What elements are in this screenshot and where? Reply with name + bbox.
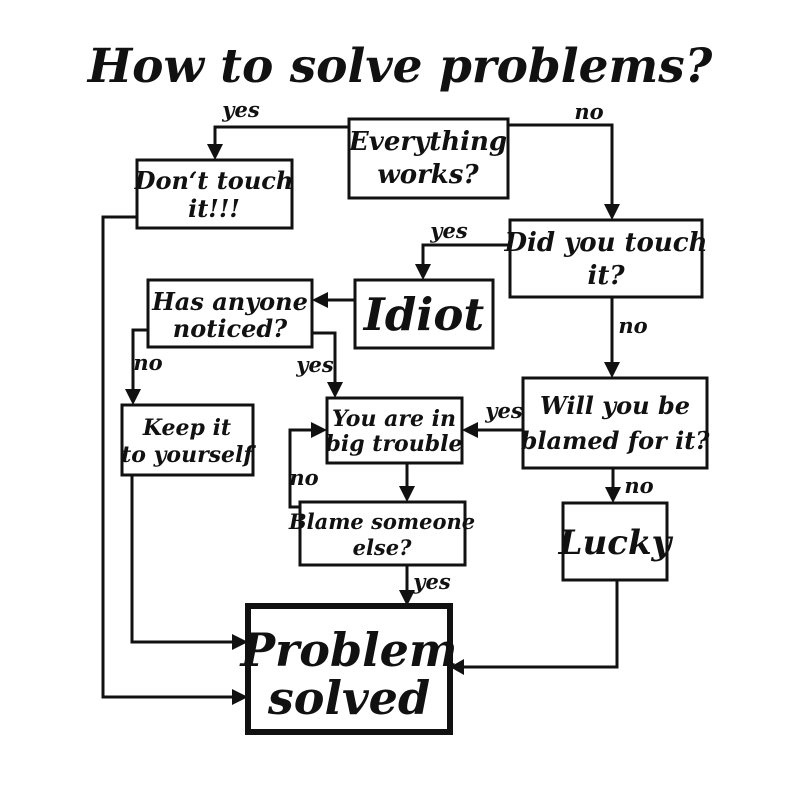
edge-everything-yes-arrowhead <box>207 144 223 160</box>
node-will-you-be-blamed <box>521 376 709 470</box>
node-problem-solved <box>245 603 453 735</box>
node-keep-it-to-yourself <box>120 403 255 477</box>
node-did-you-touch-label-2: it? <box>587 261 625 291</box>
node-idiot <box>353 278 495 350</box>
edge-label-blamed-yes: yes <box>484 398 523 423</box>
node-blame-someone-else <box>298 500 467 567</box>
node-blame-someone-else-label-1: Blame someone <box>288 509 475 534</box>
edge-label-everything-no: no <box>574 99 603 124</box>
edge-blame-no-loop-line <box>288 428 313 509</box>
node-problem-solved-label-2: solved <box>267 671 430 725</box>
edge-label-blame-no: no <box>289 465 318 490</box>
edge-label-everything-yes: yes <box>221 97 260 122</box>
edge-label-didtouch-no: no <box>618 313 647 338</box>
node-dont-touch <box>135 158 294 230</box>
node-lucky <box>561 501 669 582</box>
edge-noticed-yes-line <box>312 331 337 384</box>
node-has-anyone-noticed-label-2: noticed? <box>173 314 288 343</box>
edge-label-blamed-no: no <box>624 473 653 498</box>
node-did-you-touch <box>508 218 704 299</box>
edge-blamed-no-arrowhead <box>605 487 621 503</box>
node-has-anyone-noticed <box>146 278 314 349</box>
edge-label-blame-yes: yes <box>412 569 451 594</box>
edge-blame-yes-arrowhead <box>399 590 415 606</box>
edge-idiot-noticed-arrowhead <box>312 292 328 308</box>
edge-keepit-solved-line <box>130 475 234 644</box>
edge-label-didtouch-yes: yes <box>429 218 468 243</box>
node-lucky-label: Lucky <box>558 523 674 563</box>
edge-noticed-no-arrowhead <box>125 389 141 405</box>
edge-donttouch-solved-line <box>101 215 234 699</box>
node-dont-touch-label-2: it!!! <box>188 194 240 223</box>
edge-didtouch-yes-arrowhead <box>415 264 431 280</box>
edge-everything-no-line <box>508 123 614 206</box>
node-you-are-in-big-trouble-label-1: You are in <box>332 406 456 432</box>
edge-lucky-solved-line <box>464 580 619 669</box>
node-keep-it-to-yourself-label-1: Keep it <box>142 415 231 441</box>
node-did-you-touch-label-1: Did you touch <box>503 228 707 258</box>
edge-didtouch-no-arrowhead <box>604 362 620 378</box>
node-will-you-be-blamed-label-2: blamed for it? <box>521 426 711 455</box>
edge-lucky-solved-arrowhead <box>450 659 464 675</box>
edge-label-noticed-yes: yes <box>295 352 334 377</box>
node-you-are-in-big-trouble <box>325 396 464 465</box>
edge-noticed-no-line <box>131 328 148 391</box>
node-problem-solved-label-1: Problem <box>238 623 457 677</box>
edge-blame-no-loop-arrowhead <box>311 422 327 438</box>
edge-everything-yes-line <box>213 125 349 146</box>
edge-noticed-yes-arrowhead <box>327 382 343 398</box>
edge-keepit-solved-arrowhead <box>232 634 248 650</box>
node-keep-it-to-yourself-label-2: to yourself <box>121 442 256 468</box>
edge-label-noticed-no: no <box>133 350 162 375</box>
node-has-anyone-noticed-label-1: Has anyone <box>151 287 308 316</box>
edge-donttouch-solved-arrowhead <box>232 689 248 705</box>
edge-trouble-blame-arrowhead <box>399 486 415 502</box>
edge-blamed-yes-arrowhead <box>462 422 478 438</box>
edge-didtouch-yes-line <box>421 243 510 266</box>
node-dont-touch-label-1: Don‘t touch <box>134 166 294 195</box>
edge-everything-no-arrowhead <box>604 204 620 220</box>
node-everything-works-label-1: Everything <box>348 127 507 157</box>
node-you-are-in-big-trouble-label-2: big trouble <box>326 431 463 457</box>
node-idiot-label: Idiot <box>362 288 485 341</box>
page-title: How to solve problems? <box>86 39 713 94</box>
node-blame-someone-else-label-2: else? <box>353 535 413 560</box>
node-everything-works <box>347 117 510 200</box>
node-will-you-be-blamed-label-1: Will you be <box>540 391 690 420</box>
node-everything-works-label-2: works? <box>377 160 479 190</box>
